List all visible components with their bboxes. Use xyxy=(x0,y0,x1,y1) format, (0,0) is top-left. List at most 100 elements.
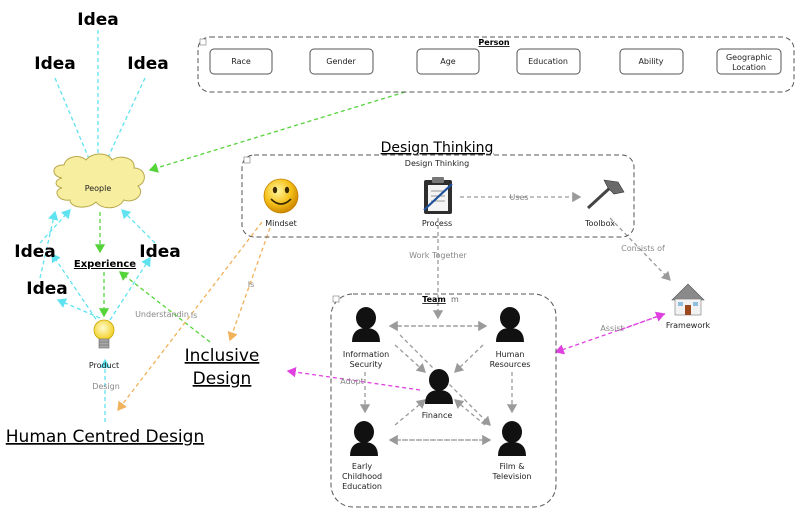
design-thinking-group-title: Design Thinking xyxy=(405,159,469,168)
edge-product-idea-b xyxy=(56,298,101,319)
svg-text:Finance: Finance xyxy=(422,411,453,420)
person-silhouette-icon xyxy=(496,307,524,342)
edge-idea-left xyxy=(54,77,94,168)
team-group[interactable]: Team m Information Security Human Resour… xyxy=(330,293,557,508)
edge-inclusive-experience xyxy=(118,271,211,343)
idea-nodes: Idea Idea Idea Idea Idea Idea xyxy=(14,10,181,299)
edges xyxy=(39,30,671,446)
inclusive-design-line2: Design xyxy=(193,369,252,389)
process-node[interactable]: Process xyxy=(422,177,453,228)
inclusive-design-node[interactable]: Inclusive Design xyxy=(185,346,260,389)
svg-text:Resources: Resources xyxy=(490,360,531,369)
person-silhouette-icon xyxy=(352,307,380,342)
mindset-label: Mindset xyxy=(265,219,297,228)
edge-label-understanding: Understandin xyxy=(135,310,189,319)
idea-left[interactable]: Idea xyxy=(34,54,76,74)
lightbulb-icon xyxy=(93,319,115,349)
design-thinking-heading: Design Thinking xyxy=(381,140,494,156)
person-attribute-race[interactable]: Race xyxy=(209,48,273,75)
house-icon xyxy=(671,283,705,316)
idea-midright[interactable]: Idea xyxy=(139,242,181,262)
svg-text:Education: Education xyxy=(528,57,568,66)
edge-team-adopt xyxy=(286,366,421,391)
person-title: Person xyxy=(478,38,509,47)
idea-lowleft[interactable]: Idea xyxy=(26,279,68,299)
hammer-icon xyxy=(586,179,625,210)
edge-toolbox-framework xyxy=(609,217,671,281)
person-silhouette-icon xyxy=(425,369,453,404)
svg-text:Education: Education xyxy=(342,482,382,491)
edge-idea-right xyxy=(102,77,146,168)
toolbox-node[interactable]: Toolbox xyxy=(584,179,625,228)
edge-label-uses: Uses xyxy=(509,193,528,202)
edge-label-assist: Assist xyxy=(600,324,623,333)
cloud-icon xyxy=(53,153,145,209)
svg-text:Television: Television xyxy=(492,472,532,481)
edge-label-design: Design xyxy=(92,382,120,391)
team-member-finance[interactable]: Finance xyxy=(422,369,453,420)
person-attribute-geographic-location[interactable]: Geographic Location xyxy=(716,48,782,75)
design-thinking-group[interactable]: Design Thinking Mindset Process xyxy=(241,154,635,238)
person-attribute-age[interactable]: Age xyxy=(416,48,480,75)
edge-mindset-hcd xyxy=(117,221,263,412)
edge-idea-midleft xyxy=(39,209,71,244)
edge-person-people xyxy=(148,91,406,173)
edge-label-adopt: Adopt xyxy=(340,377,364,386)
edge-framework-assist xyxy=(554,313,666,355)
product-label: Product xyxy=(89,361,119,370)
svg-text:Childhood: Childhood xyxy=(342,472,382,481)
framework-node[interactable]: Framework xyxy=(666,283,711,330)
svg-text:Early: Early xyxy=(352,462,372,471)
person-silhouette-icon xyxy=(350,421,378,456)
edge-label-work-together: Work Together xyxy=(409,251,467,260)
smiley-icon xyxy=(263,178,299,214)
team-member-early-childhood-education[interactable]: Early Childhood Education xyxy=(342,421,382,491)
edge-idea-midright xyxy=(121,209,156,244)
edge-idea-lowleft xyxy=(39,210,59,279)
svg-text:Film &: Film & xyxy=(499,462,524,471)
inclusive-design-line1: Inclusive xyxy=(185,346,260,366)
svg-text:Gender: Gender xyxy=(326,57,356,66)
idea-top[interactable]: Idea xyxy=(77,10,119,30)
edge-label-consists-of: Consists of xyxy=(621,244,665,253)
process-label: Process xyxy=(422,219,452,228)
collapse-icon[interactable] xyxy=(332,295,340,303)
collapse-icon[interactable] xyxy=(199,38,207,46)
svg-text:Race: Race xyxy=(231,57,251,66)
geographic-location-line1: Geographic xyxy=(726,53,772,62)
idea-midleft[interactable]: Idea xyxy=(14,242,56,262)
experience-node[interactable]: Experience xyxy=(74,259,136,270)
human-centred-design-node[interactable]: Human Centred Design xyxy=(6,427,204,447)
idea-right[interactable]: Idea xyxy=(127,54,169,74)
product-node[interactable]: Product xyxy=(89,319,119,370)
edge-labels: Uses Work Together Consists of Is Assist… xyxy=(92,193,665,391)
person-attribute-gender[interactable]: Gender xyxy=(309,48,374,75)
edge-mindset-inclusive xyxy=(227,227,271,342)
edge-label-is: Is xyxy=(248,280,255,289)
svg-text:Security: Security xyxy=(350,360,383,369)
person-attribute-education[interactable]: Education xyxy=(516,48,581,75)
geographic-location-line2: Location xyxy=(732,63,766,72)
team-member-human-resources[interactable]: Human Resources xyxy=(490,307,531,369)
edge-product-idea-c xyxy=(109,256,151,321)
framework-label: Framework xyxy=(666,321,711,330)
svg-text:Human: Human xyxy=(496,350,525,359)
edge-label-understanding-is: Is xyxy=(191,311,198,320)
edge-product-idea-a xyxy=(51,252,101,326)
svg-text:Age: Age xyxy=(440,57,456,66)
people-label: People xyxy=(85,184,112,193)
toolbox-label: Toolbox xyxy=(584,219,615,228)
team-member-information-security[interactable]: Information Security xyxy=(343,307,389,369)
people-node[interactable]: People xyxy=(53,153,145,209)
mindset-node[interactable]: Mindset xyxy=(263,178,299,228)
team-title-overlap: m xyxy=(451,295,459,304)
svg-text:Ability: Ability xyxy=(638,57,663,66)
person-attribute-ability[interactable]: Ability xyxy=(619,48,684,75)
collapse-icon[interactable] xyxy=(243,156,251,164)
person-group[interactable]: Person Race Gender Age Education Ability… xyxy=(197,36,795,93)
svg-text:Information: Information xyxy=(343,350,389,359)
team-title: Team xyxy=(422,295,446,304)
team-member-film-television[interactable]: Film & Television xyxy=(492,421,532,481)
person-silhouette-icon xyxy=(498,421,526,456)
